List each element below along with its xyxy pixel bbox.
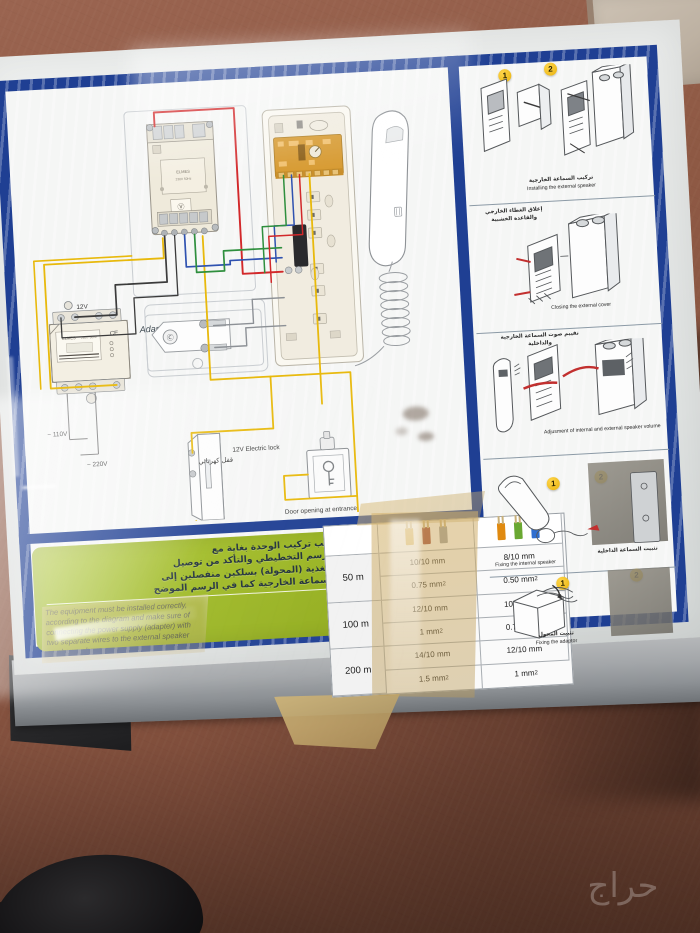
label-adapter: Adapter — [138, 323, 172, 335]
table-header-distance — [323, 523, 380, 557]
step4-caption-en: Fixing the internal speaker — [495, 559, 557, 569]
wiring-diagram: ELMES 230V 50Hz Ⓥ — [32, 105, 411, 531]
haraj-watermark: حراج — [560, 855, 686, 909]
step4-illustration — [497, 471, 661, 544]
label-electric-lock-en: 12V Electric lock — [232, 444, 280, 454]
electric-lock: 12V Electric lock قفل كهربائي — [187, 432, 281, 521]
step2-illustration — [514, 211, 621, 305]
step-install-external-speaker: 1 2 — [461, 55, 656, 207]
relay-module: ELMES 230V 50Hz Ⓥ — [146, 120, 219, 237]
product-box: ELMES 230V 50Hz Ⓥ — [0, 19, 700, 706]
intercom-handset — [354, 110, 411, 367]
door-release-module: Ⓒ — [144, 308, 265, 372]
step3-illustration — [492, 336, 647, 433]
tape-over-table — [362, 507, 488, 703]
watermark-glyph: حراج — [587, 866, 658, 906]
step-closing-external-cover: إغلاق الغطاء الخارجي والقاعدة الخشبية — [469, 195, 663, 335]
r6c3-text: 1 mm — [514, 668, 535, 679]
step1-illustration — [480, 63, 635, 156]
label-110v: ~ 110V — [47, 431, 68, 439]
r6c3-sup: 2 — [534, 670, 539, 677]
svg-text:Ⓥ: Ⓥ — [177, 203, 184, 211]
svg-text:230V~50Hz: 230V~50Hz — [81, 335, 97, 340]
step-fixing-internal-speaker: 1 2 — [483, 448, 676, 578]
label-220v: ~ 220V — [87, 461, 109, 469]
step-adjust-speaker-volume: تقييم صوت السماعة الخارجية والداخلية — [476, 322, 670, 460]
svg-text:ELMES: ELMES — [176, 169, 190, 175]
box-front-face: ELMES 230V 50Hz Ⓥ — [0, 19, 700, 675]
svg-text:Ⓒ: Ⓒ — [166, 334, 173, 342]
label-electric-lock-ar: قفل كهربائي — [198, 456, 233, 466]
svg-text:230V 50Hz: 230V 50Hz — [176, 177, 192, 182]
watermark-text: حراج — [587, 866, 658, 906]
step-fixing-adapter: 1 2 — [490, 566, 680, 663]
label-12v: 12V — [76, 303, 88, 311]
svg-text:CE: CE — [110, 331, 119, 337]
installation-steps-panel: 1 2 — [461, 55, 678, 646]
step5-illustration — [512, 584, 578, 639]
